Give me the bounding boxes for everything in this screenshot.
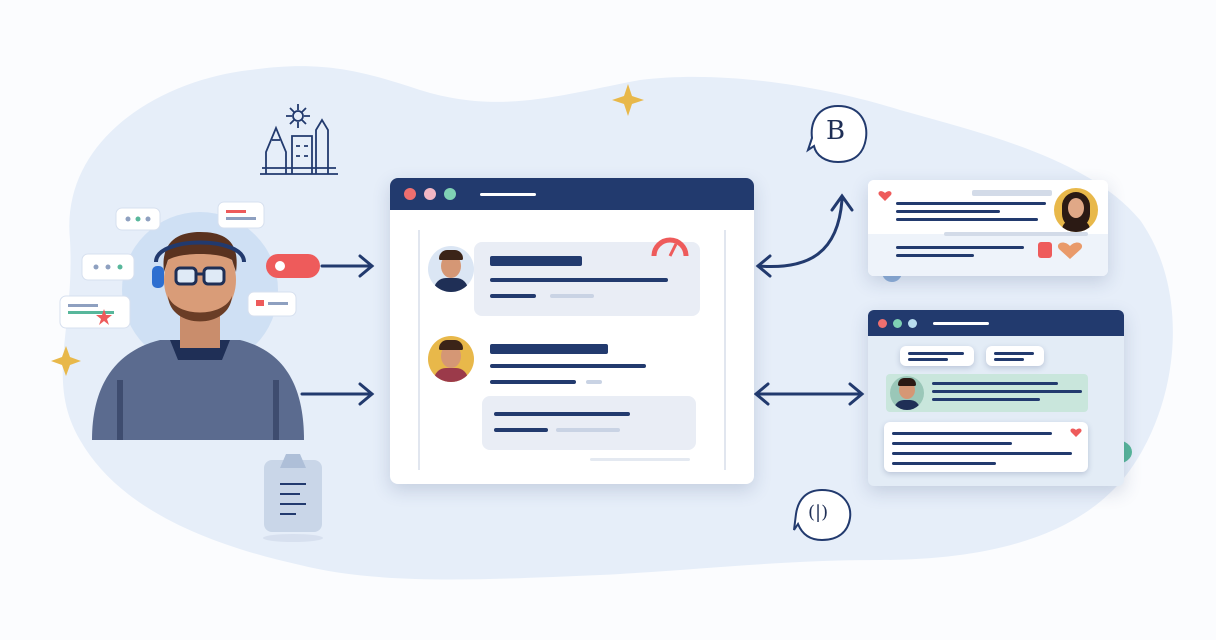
user-character [92, 232, 304, 440]
arrow-icon [300, 254, 375, 406]
reply-bubble [482, 396, 696, 450]
heart-icon [1070, 428, 1082, 437]
currency-symbol: B [826, 116, 846, 146]
building-icon [260, 104, 338, 175]
minimize-dot[interactable] [893, 318, 902, 328]
avatar [1054, 188, 1098, 232]
avatar [890, 376, 924, 410]
window-titlebar [390, 178, 754, 210]
close-dot[interactable] [878, 318, 887, 328]
star-icon [96, 309, 112, 325]
sync-symbol: (|) [808, 502, 829, 523]
profile-card [868, 180, 1108, 276]
chat-window [390, 178, 754, 484]
avatar [428, 246, 474, 292]
minimize-dot[interactable] [424, 188, 436, 200]
avatar [428, 336, 474, 382]
double-arrow-icon [753, 193, 865, 406]
sparkle-icon [612, 84, 644, 116]
heart-icon [1057, 242, 1083, 259]
sync-icon [793, 488, 852, 542]
window-titlebar [868, 310, 1124, 336]
badge-icon [263, 454, 323, 542]
feed-window [868, 310, 1124, 486]
currency-icon [806, 104, 868, 164]
close-dot[interactable] [404, 188, 416, 200]
maximize-dot[interactable] [444, 188, 456, 200]
heart-icon [878, 191, 892, 201]
chat-bubbles [59, 201, 320, 329]
gauge-icon [651, 237, 689, 257]
sparkle-icon [51, 346, 81, 376]
maximize-dot[interactable] [908, 318, 917, 328]
